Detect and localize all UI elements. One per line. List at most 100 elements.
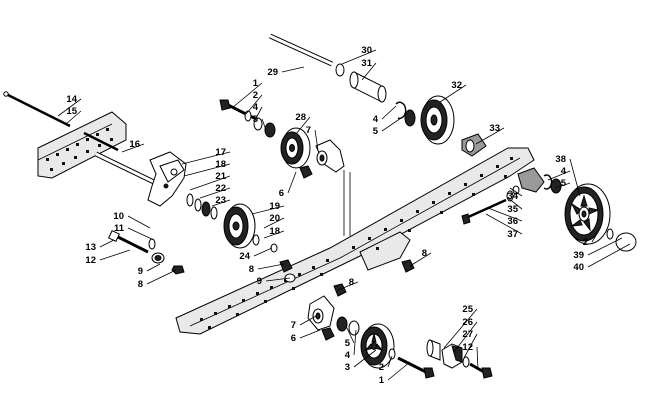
leader-line-12 [476, 346, 479, 371]
callout-3: 3 [345, 362, 350, 373]
callout-35: 35 [507, 204, 518, 215]
leader-line-9 [265, 277, 291, 282]
callout-4: 4 [253, 102, 259, 113]
callout-34: 34 [507, 191, 518, 202]
bolt-13 [108, 230, 185, 275]
leader-line-4 [547, 170, 571, 181]
callout-27: 27 [462, 329, 473, 340]
leader-line-34 [509, 187, 523, 197]
washer-stack-18-23 [186, 193, 218, 220]
callout-17: 17 [215, 147, 226, 158]
leader-line-5 [381, 115, 405, 132]
callout-38: 38 [555, 154, 566, 165]
callout-4: 4 [345, 350, 351, 361]
callout-20: 20 [269, 213, 280, 224]
leader-line-8 [337, 281, 359, 291]
arm-7-lower [307, 295, 335, 341]
leader-line-31 [361, 62, 377, 81]
leader-line-5 [345, 325, 355, 344]
left-rail-holes [46, 128, 113, 171]
leader-line-5 [555, 182, 571, 189]
leader-line-10 [127, 215, 151, 229]
leader-line-17 [181, 151, 231, 165]
idler-wheel-28 [280, 127, 311, 169]
callout-25: 25 [462, 304, 473, 315]
leader-line-1 [231, 82, 263, 109]
callout-9: 9 [138, 266, 143, 277]
callout-33: 33 [489, 123, 500, 134]
leader-line-36 [487, 207, 523, 222]
spacer-30-31 [335, 63, 387, 103]
callout-40: 40 [573, 262, 584, 273]
right-rail-holes [200, 157, 513, 329]
leader-line-15 [65, 110, 82, 125]
callout-13: 13 [85, 242, 96, 253]
leader-line-2 [245, 94, 263, 115]
callout-7: 7 [291, 320, 296, 331]
callout-22: 22 [215, 183, 226, 194]
callout-7: 7 [306, 125, 311, 136]
leader-line-27 [463, 333, 478, 359]
shaft-16 [94, 151, 160, 187]
callout-labels: 1245293031324528763338453435363723940141… [66, 45, 588, 386]
callout-2: 2 [379, 362, 384, 373]
callout-12: 12 [462, 342, 473, 353]
bolt-1-lower [388, 348, 435, 379]
callout-5: 5 [561, 178, 567, 189]
bearing-4-5-lower [336, 316, 360, 336]
rail-nuts-8 [270, 243, 415, 297]
callout-4: 4 [561, 166, 567, 177]
callout-21: 21 [215, 171, 226, 182]
callout-2: 2 [583, 237, 588, 248]
callout-36: 36 [507, 216, 518, 227]
bracket-17 [147, 151, 187, 207]
leader-line-7 [314, 129, 319, 151]
cap-39-40 [606, 228, 637, 252]
leader-line-4 [381, 105, 397, 120]
leader-line-3 [353, 349, 377, 368]
leader-line-32 [439, 84, 467, 103]
leader-line-12 [99, 249, 131, 261]
callout-1: 1 [253, 78, 259, 89]
bracket-26 [441, 343, 463, 369]
idler-wheel-19 [223, 203, 260, 249]
leader-line-2 [387, 355, 393, 368]
leader-line-8 [409, 252, 432, 267]
callout-29: 29 [267, 67, 278, 78]
leader-line-25 [443, 308, 478, 349]
leader-line-11 [127, 227, 155, 241]
callout-11: 11 [114, 223, 125, 234]
callout-8: 8 [422, 248, 427, 259]
leader-line-30 [341, 49, 377, 65]
left-rail [37, 111, 127, 179]
leader-line-1 [387, 361, 411, 381]
leader-line-6 [299, 329, 321, 339]
leader-line-33 [475, 127, 505, 145]
callout-10: 10 [113, 211, 124, 222]
callout-6: 6 [279, 188, 284, 199]
bolt-1-upper [219, 99, 276, 138]
callout-30: 30 [361, 45, 372, 56]
callout-5: 5 [373, 126, 379, 137]
callout-1: 1 [379, 375, 385, 386]
rear-wheel-38 [564, 183, 611, 245]
leader-line-8 [257, 263, 285, 270]
callout-31: 31 [361, 58, 372, 69]
arm-7-upper [299, 139, 351, 236]
leader-line-23 [211, 199, 231, 207]
leader-line-26 [453, 321, 478, 353]
leader-line-24 [253, 247, 273, 257]
leader-line-22 [199, 187, 231, 199]
right-rail [175, 147, 535, 335]
spindle-33 [461, 133, 487, 157]
leader-line-40 [587, 243, 631, 268]
leader-line-20 [263, 217, 285, 229]
callout-8: 8 [249, 264, 254, 275]
leader-line-19 [251, 205, 285, 215]
callout-39: 39 [573, 250, 584, 261]
leader-line-4 [353, 329, 357, 356]
callout-23: 23 [215, 195, 226, 206]
callout-2: 2 [253, 90, 258, 101]
callout-14: 14 [66, 94, 77, 105]
